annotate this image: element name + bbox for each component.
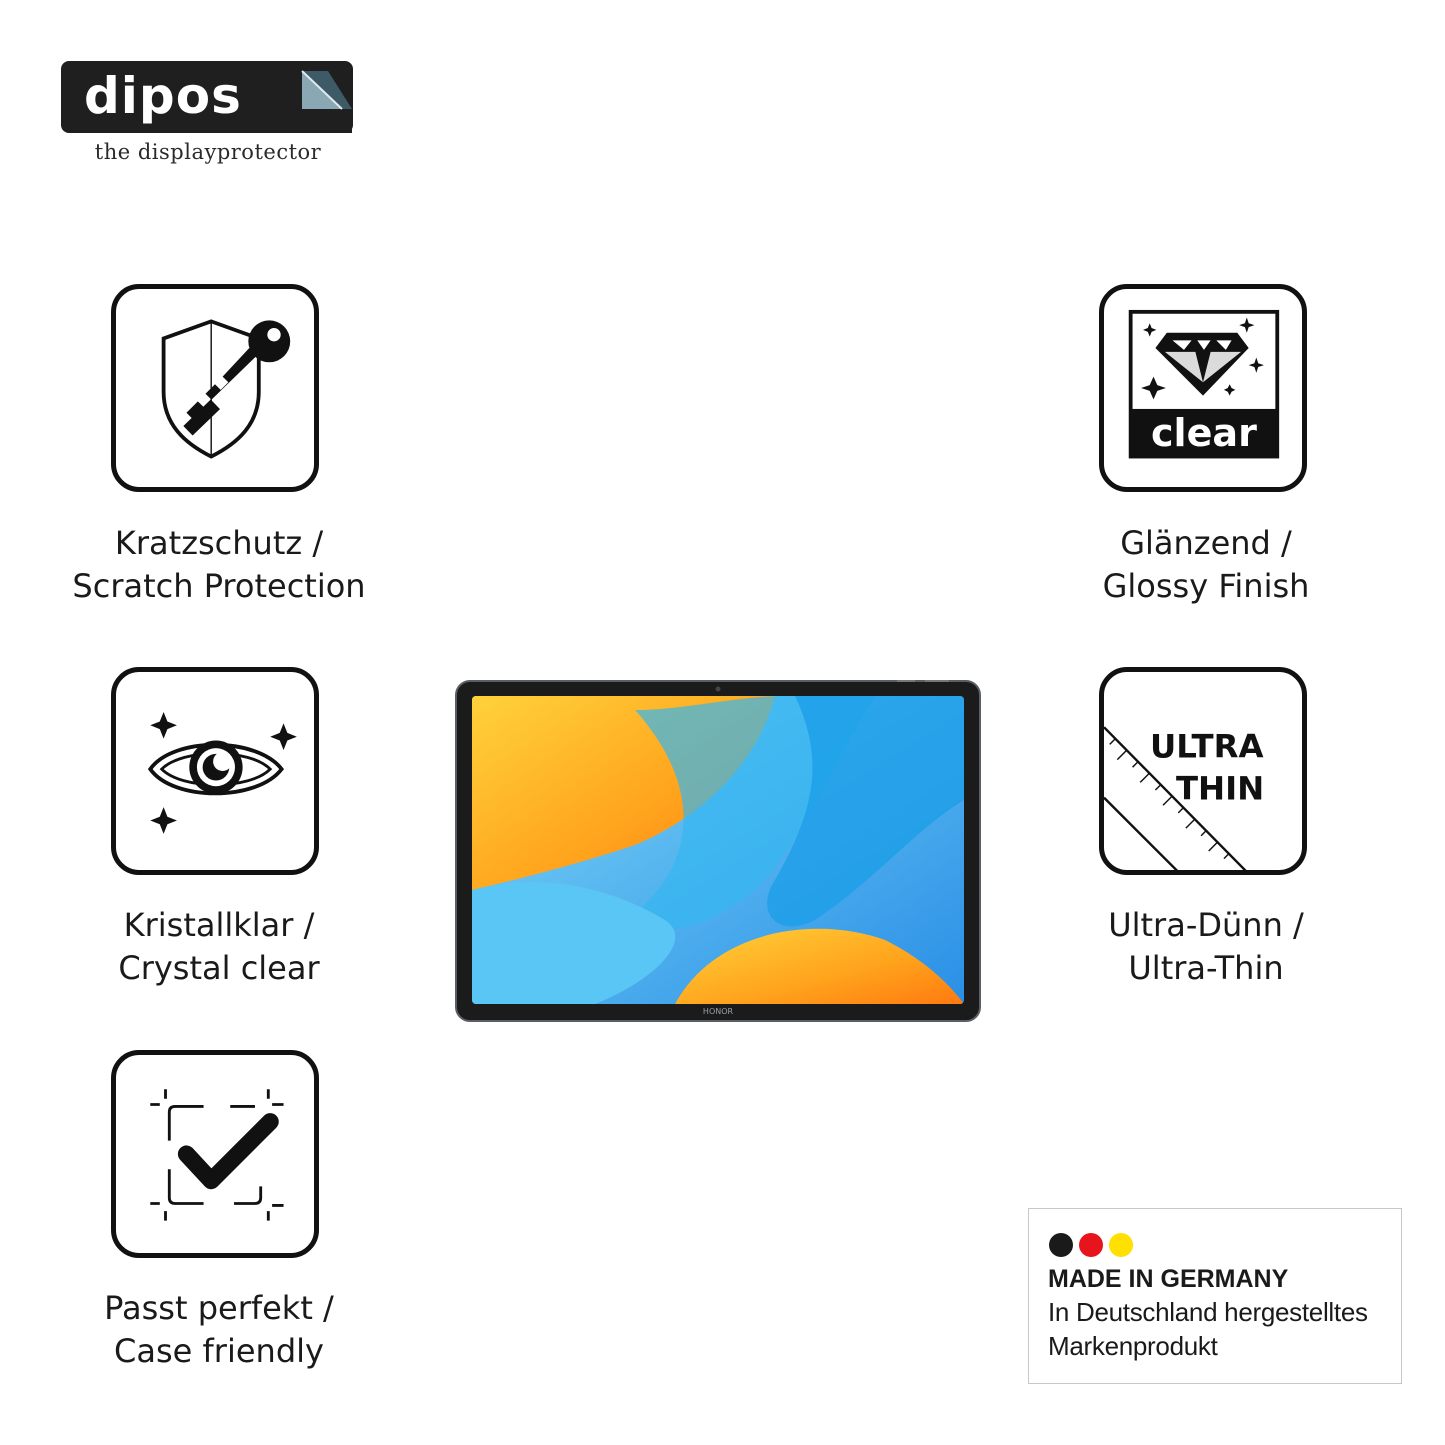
logo-fold-icon — [301, 70, 352, 133]
made-in-germany-line-1: In Deutschland hergestelltes — [1048, 1297, 1368, 1327]
glossy-finish-icon-frame: clear — [1099, 284, 1307, 492]
made-in-germany-badge: MADE IN GERMANY In Deutschland hergestel… — [1028, 1208, 1402, 1384]
flag-dot-yellow-icon — [1109, 1233, 1133, 1257]
scratch-protection-icon-frame — [111, 284, 319, 492]
feature-label-case-friendly: Passt perfekt / Case friendly — [29, 1287, 409, 1373]
eye-sparkle-icon — [147, 711, 297, 834]
feature-label-line: Glänzend / — [1120, 524, 1292, 562]
feature-label-ultra-thin: Ultra-Dünn / Ultra-Thin — [1016, 904, 1396, 990]
feature-label-line: Kristallklar / — [123, 906, 315, 944]
feature-label-line: Glossy Finish — [1102, 567, 1310, 605]
feature-label-line: Passt perfekt / — [104, 1289, 334, 1327]
shield-key-icon — [161, 319, 291, 459]
tablet-image: HONOR — [455, 680, 981, 1022]
feature-label-glossy-finish: Glänzend / Glossy Finish — [1016, 522, 1396, 608]
brand-name: dipos — [84, 67, 242, 125]
thin-icon-text: THIN — [1176, 770, 1264, 808]
clear-diamond-icon: clear — [1128, 309, 1280, 459]
made-in-germany-title: MADE IN GERMANY — [1048, 1265, 1289, 1293]
feature-label-line: Ultra-Thin — [1128, 949, 1284, 987]
case-check-icon — [150, 1089, 284, 1221]
feature-label-crystal-clear: Kristallklar / Crystal clear — [29, 904, 409, 990]
ultra-icon-text: ULTRA — [1150, 728, 1264, 766]
clear-icon-text: clear — [1151, 411, 1257, 455]
crystal-clear-icon-frame — [111, 667, 319, 875]
tablet-brand-label: HONOR — [703, 1007, 734, 1016]
ultra-thin-icon: ULTRA THIN — [1104, 726, 1264, 870]
feature-label-scratch-protection: Kratzschutz / Scratch Protection — [29, 522, 409, 608]
flag-dot-red-icon — [1079, 1233, 1103, 1257]
flag-dot-black-icon — [1049, 1233, 1073, 1257]
feature-label-line: Scratch Protection — [72, 567, 366, 605]
feature-label-line: Ultra-Dünn / — [1108, 906, 1304, 944]
case-friendly-icon-frame — [111, 1050, 319, 1258]
brand-tagline: the displayprotector — [94, 140, 322, 164]
feature-label-line: Case friendly — [114, 1332, 324, 1370]
feature-label-line: Crystal clear — [118, 949, 320, 987]
ultra-thin-icon-frame: ULTRA THIN — [1099, 667, 1307, 875]
made-in-germany-line-2: Markenprodukt — [1048, 1331, 1218, 1361]
feature-label-line: Kratzschutz / — [114, 524, 324, 562]
